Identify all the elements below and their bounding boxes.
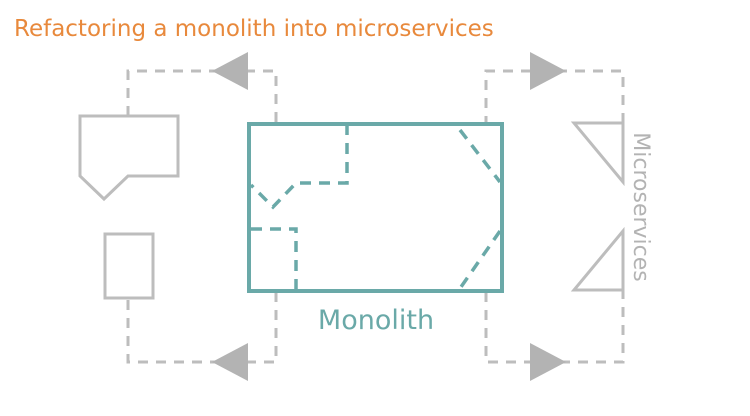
microservices-label: Microservices (628, 132, 653, 281)
monolith-partition-top-left (249, 124, 349, 210)
left-top-connector (126, 69, 278, 126)
triangle-icon (570, 121, 625, 187)
diagram-title: Refactoring a monolith into microservice… (14, 16, 494, 42)
left-bottom-arrow-icon (212, 343, 248, 381)
left-top-arrow-icon (212, 52, 248, 90)
monolith-box (247, 122, 504, 293)
right-bottom-arrow-icon (530, 343, 566, 381)
right-top-connector (484, 69, 625, 126)
right-bottom-connector (484, 290, 625, 364)
left-bottom-connector (126, 292, 278, 364)
triangle-icon (570, 226, 625, 292)
monolith-label: Monolith (318, 305, 434, 336)
speech-bubble-icon (78, 114, 180, 202)
monolith-partition-bottom-left (251, 227, 298, 289)
rectangle-icon (103, 232, 155, 300)
monolith-partition-top-right (458, 128, 502, 184)
right-top-arrow-icon (530, 52, 566, 90)
